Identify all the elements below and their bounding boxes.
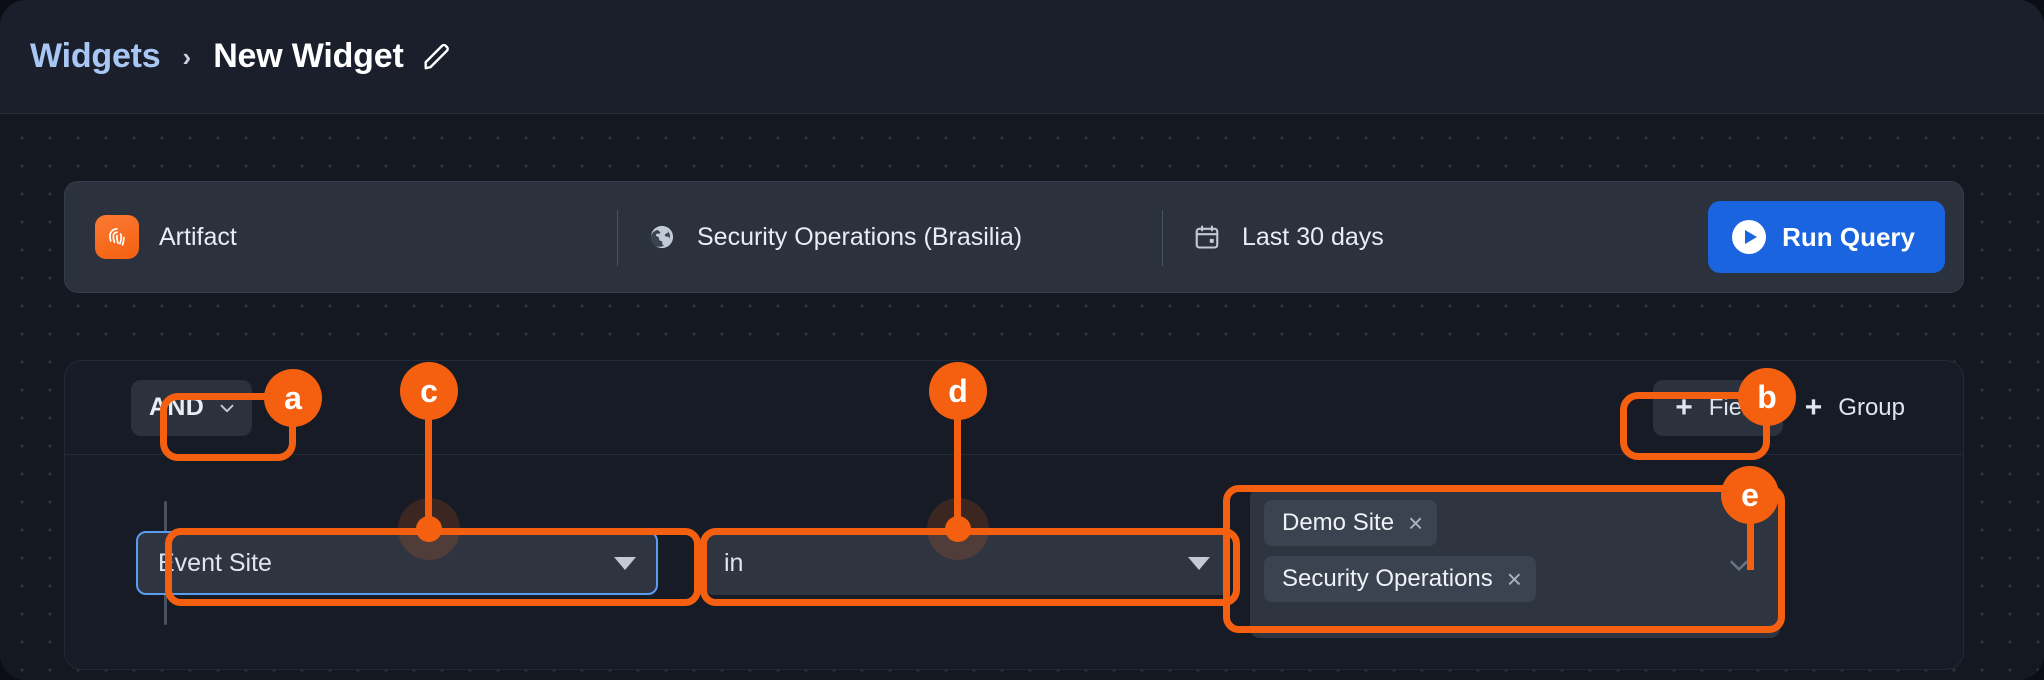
run-query-button[interactable]: Run Query bbox=[1708, 201, 1945, 273]
breadcrumb: Widgets › New Widget bbox=[30, 37, 452, 76]
query-toolbar: Artifact Security Operations (Brasilia) bbox=[64, 181, 1964, 293]
value-chip[interactable]: Demo Site × bbox=[1264, 500, 1438, 546]
values-multiselect[interactable]: Demo Site × Security Operations × bbox=[1250, 488, 1780, 638]
date-range-label: Last 30 days bbox=[1242, 222, 1384, 251]
pencil-icon[interactable] bbox=[422, 42, 452, 72]
condition-row: Event Site in Demo Site × Security Opera… bbox=[65, 455, 1963, 671]
builder-actions: + Field + Group bbox=[1653, 379, 1963, 436]
fingerprint-icon bbox=[95, 215, 139, 259]
globe-icon bbox=[647, 222, 677, 252]
field-select[interactable]: Event Site bbox=[136, 531, 658, 595]
page-header: Widgets › New Widget bbox=[0, 0, 2044, 114]
scope-selector[interactable]: Security Operations (Brasilia) bbox=[617, 182, 1162, 292]
chevron-down-icon bbox=[216, 397, 238, 419]
scope-label: Security Operations (Brasilia) bbox=[697, 222, 1023, 251]
chevron-down-icon[interactable] bbox=[1724, 550, 1754, 585]
plus-icon: + bbox=[1804, 390, 1823, 424]
add-group-button[interactable]: + Group bbox=[1783, 380, 1927, 436]
breadcrumb-separator-icon: › bbox=[182, 41, 192, 72]
remove-chip-icon[interactable]: × bbox=[1506, 564, 1522, 594]
logic-operator-select[interactable]: AND bbox=[131, 379, 253, 436]
play-circle-icon bbox=[1732, 220, 1767, 254]
value-chip-label: Demo Site bbox=[1282, 509, 1395, 536]
filter-builder-card: AND + Field + Group bbox=[64, 360, 1964, 670]
add-field-label: Field bbox=[1708, 393, 1761, 421]
filter-builder-toolbar: AND + Field + Group bbox=[65, 361, 1963, 455]
page-title: New Widget bbox=[213, 37, 404, 75]
operator-select[interactable]: in bbox=[704, 531, 1230, 595]
remove-chip-icon[interactable]: × bbox=[1408, 508, 1424, 538]
breadcrumb-link-widgets[interactable]: Widgets bbox=[30, 37, 161, 75]
run-query-label: Run Query bbox=[1782, 221, 1915, 252]
artifact-selector[interactable]: Artifact bbox=[65, 182, 617, 292]
plus-icon: + bbox=[1675, 390, 1693, 424]
operator-select-value: in bbox=[724, 548, 744, 577]
caret-down-icon bbox=[1188, 556, 1210, 570]
date-range-selector[interactable]: Last 30 days bbox=[1162, 182, 1708, 292]
calendar-icon bbox=[1192, 222, 1222, 252]
caret-down-icon bbox=[614, 556, 636, 570]
toolbar-divider bbox=[617, 210, 618, 266]
field-select-value: Event Site bbox=[158, 548, 272, 577]
add-group-label: Group bbox=[1838, 393, 1905, 421]
artifact-label: Artifact bbox=[159, 222, 237, 251]
toolbar-divider bbox=[1162, 210, 1163, 266]
builder-canvas: Artifact Security Operations (Brasilia) bbox=[0, 114, 2044, 680]
value-chip-label: Security Operations bbox=[1282, 565, 1493, 592]
value-chip[interactable]: Security Operations × bbox=[1264, 556, 1536, 602]
add-field-button[interactable]: + Field bbox=[1653, 379, 1783, 436]
logic-operator-value: AND bbox=[149, 393, 205, 421]
